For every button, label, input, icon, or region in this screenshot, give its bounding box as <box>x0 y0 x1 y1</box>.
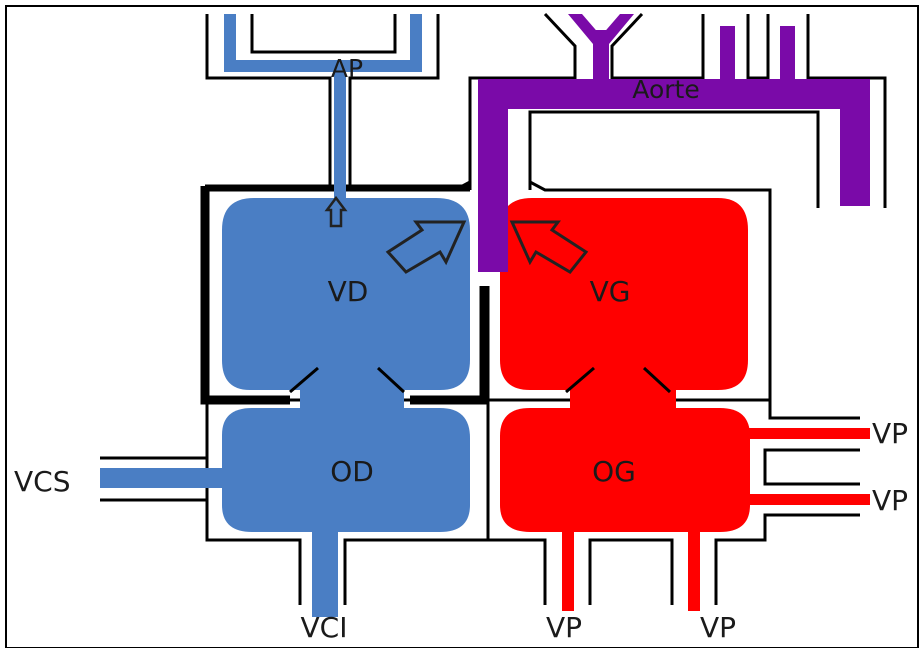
pulmonary-artery-right-branch <box>340 14 422 72</box>
label-pulmonary-vein-right-upper: VP <box>872 417 908 450</box>
valve-leaflet <box>642 366 672 394</box>
right-heart-thick-wall <box>200 186 290 405</box>
valve-leaflet <box>376 366 406 394</box>
arrow-up-right-icon <box>385 220 467 274</box>
label-left-ventricle: VG <box>590 275 631 308</box>
aortic-branch-3 <box>780 26 795 102</box>
label-pulmonary-artery: AP <box>331 54 363 83</box>
label-left-atrium: OG <box>592 455 636 488</box>
label-superior-vena-cava: VCS <box>14 465 70 498</box>
right-atrium <box>222 408 470 532</box>
frame-border <box>5 5 919 648</box>
inferior-vena-cava <box>312 525 338 617</box>
label-inferior-vena-cava: VCI <box>301 611 348 644</box>
left-ventricle <box>500 198 748 390</box>
label-pulmonary-vein-bottom-left: VP <box>546 611 582 644</box>
aortic-arch <box>478 79 870 272</box>
pulmonary-vein-bottom-right <box>688 525 700 611</box>
left-atrium <box>500 408 750 532</box>
septum-thick-wall <box>410 286 489 405</box>
label-pulmonary-vein-bottom-right: VP <box>700 611 736 644</box>
aortic-branch-2 <box>720 26 735 102</box>
pulmonary-vein-right-upper <box>745 428 870 439</box>
valve-leaflet <box>565 366 595 394</box>
arrow-up-left-icon <box>509 220 589 274</box>
label-right-ventricle: VD <box>328 275 369 308</box>
right-ventricle <box>222 198 470 390</box>
aortic-branch-1-fork <box>568 14 634 44</box>
label-aorta: Aorte <box>632 75 699 104</box>
pulmonary-vein-bottom-left <box>562 525 574 611</box>
label-right-atrium: OD <box>330 455 374 488</box>
label-pulmonary-vein-right-lower: VP <box>872 484 908 517</box>
aortic-branch-1 <box>593 30 609 102</box>
right-heart <box>100 14 470 617</box>
flow-arrows <box>324 195 589 274</box>
superior-vena-cava <box>100 468 230 488</box>
left-heart <box>500 198 870 611</box>
arrow-up-icon <box>324 195 348 228</box>
aorta <box>478 14 870 272</box>
pulmonary-artery-left-branch <box>224 14 346 198</box>
pulmonary-vein-right-lower <box>745 494 870 505</box>
valve-leaflet <box>289 366 319 394</box>
